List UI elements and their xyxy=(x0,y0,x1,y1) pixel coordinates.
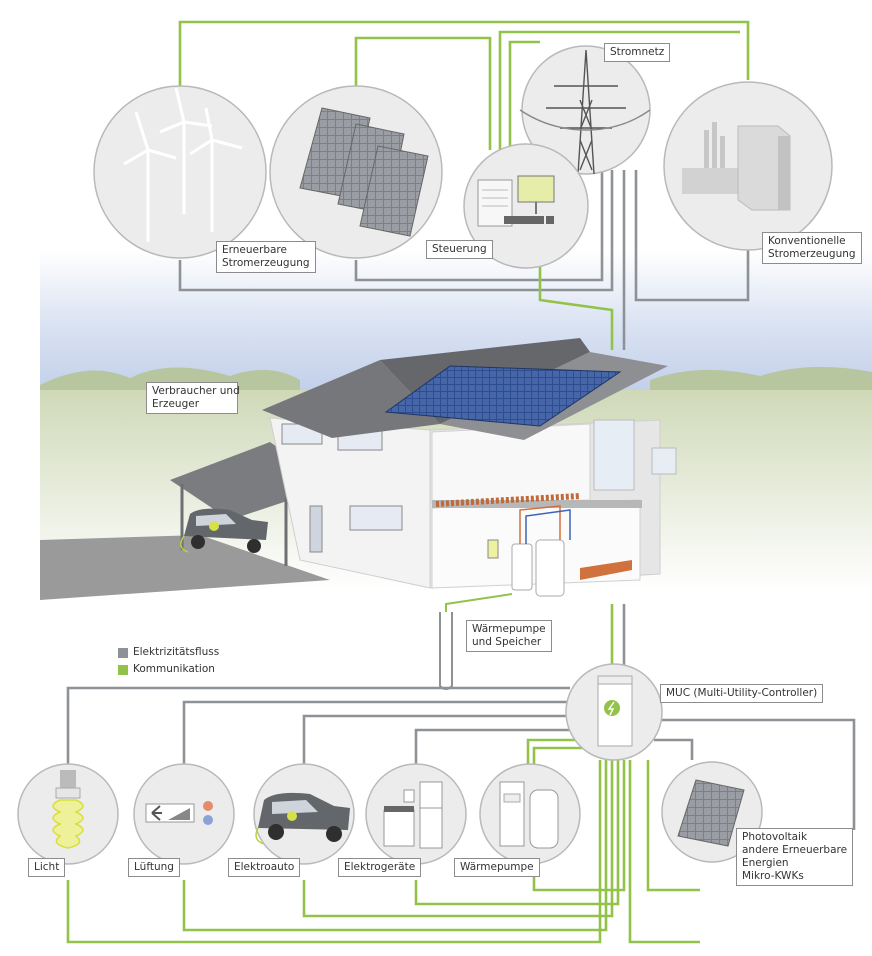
label-conventional-line2: Stromerzeugung xyxy=(768,248,856,260)
label-grid: Stromnetz xyxy=(604,43,671,62)
conventional-circle xyxy=(663,81,833,251)
label-appliances-text: Elektrogeräte xyxy=(344,861,416,873)
heatpump-circle xyxy=(479,763,581,865)
label-conventional-line1: Konventionelle xyxy=(768,235,846,247)
label-ventilation-text: Lüftung xyxy=(134,861,174,873)
landscape-background xyxy=(40,250,872,600)
label-muc-text: MUC (Multi-Utility-Controller) xyxy=(666,687,818,699)
label-heatpump-storage-line1: Wärmepumpe xyxy=(472,623,546,635)
muc-circle xyxy=(565,663,663,761)
label-control-text: Steuerung xyxy=(432,243,487,255)
top-connections xyxy=(178,20,750,350)
label-pv-line4: Mikro-KWKs xyxy=(742,870,804,882)
ventilation-circle xyxy=(133,763,235,865)
label-consumer-line1: Verbraucher und xyxy=(152,385,240,397)
label-conventional-generation: Konventionelle Stromerzeugung xyxy=(762,232,862,264)
grid-circle xyxy=(519,45,651,175)
label-ev: Elektroauto xyxy=(228,858,301,877)
label-pv-line1: Photovoltaik xyxy=(742,831,808,843)
label-appliances: Elektrogeräte xyxy=(338,858,422,877)
legend-swatch-electricity xyxy=(118,647,128,658)
label-heatpump-storage-line2: und Speicher xyxy=(472,636,542,648)
label-pv-line3: Energien xyxy=(742,857,789,869)
label-renewable-line1: Erneuerbare xyxy=(222,244,287,256)
legend-label-electricity: Elektrizitätsfluss xyxy=(133,646,220,658)
label-light: Licht xyxy=(28,858,66,877)
legend-item-electricity: Elektrizitätsfluss xyxy=(118,644,219,661)
house-illustration xyxy=(170,338,677,690)
label-ev-text: Elektroauto xyxy=(234,861,295,873)
legend-swatch-communication xyxy=(118,664,128,675)
label-pv-line2: andere Erneuerbare xyxy=(742,844,848,856)
label-renewable-line2: Stromerzeugung xyxy=(222,257,310,269)
label-heatpump-text: Wärmepumpe xyxy=(460,861,534,873)
legend: Elektrizitätsfluss Kommunikation xyxy=(118,644,219,678)
legend-label-communication: Kommunikation xyxy=(133,663,215,675)
label-light-text: Licht xyxy=(34,861,60,873)
label-pv-other: Photovoltaik andere Erneuerbare Energien… xyxy=(736,828,854,886)
light-circle xyxy=(17,763,119,865)
label-muc: MUC (Multi-Utility-Controller) xyxy=(660,684,824,703)
legend-item-communication: Kommunikation xyxy=(118,661,219,678)
label-consumer-line2: Erzeuger xyxy=(152,398,200,410)
label-grid-text: Stromnetz xyxy=(610,46,665,58)
label-heatpump-storage: Wärmepumpe und Speicher xyxy=(466,620,552,652)
label-ventilation: Lüftung xyxy=(128,858,180,877)
appliances-circle xyxy=(365,763,467,865)
label-renewable-generation: Erneuerbare Stromerzeugung xyxy=(216,241,316,273)
solar-circle xyxy=(269,85,443,259)
label-heatpump: Wärmepumpe xyxy=(454,858,540,877)
label-consumer-producer: Verbraucher und Erzeuger xyxy=(146,382,240,414)
wind-circle xyxy=(93,85,267,259)
label-control: Steuerung xyxy=(426,240,493,259)
control-circle xyxy=(463,143,589,269)
ev-circle xyxy=(253,763,355,865)
